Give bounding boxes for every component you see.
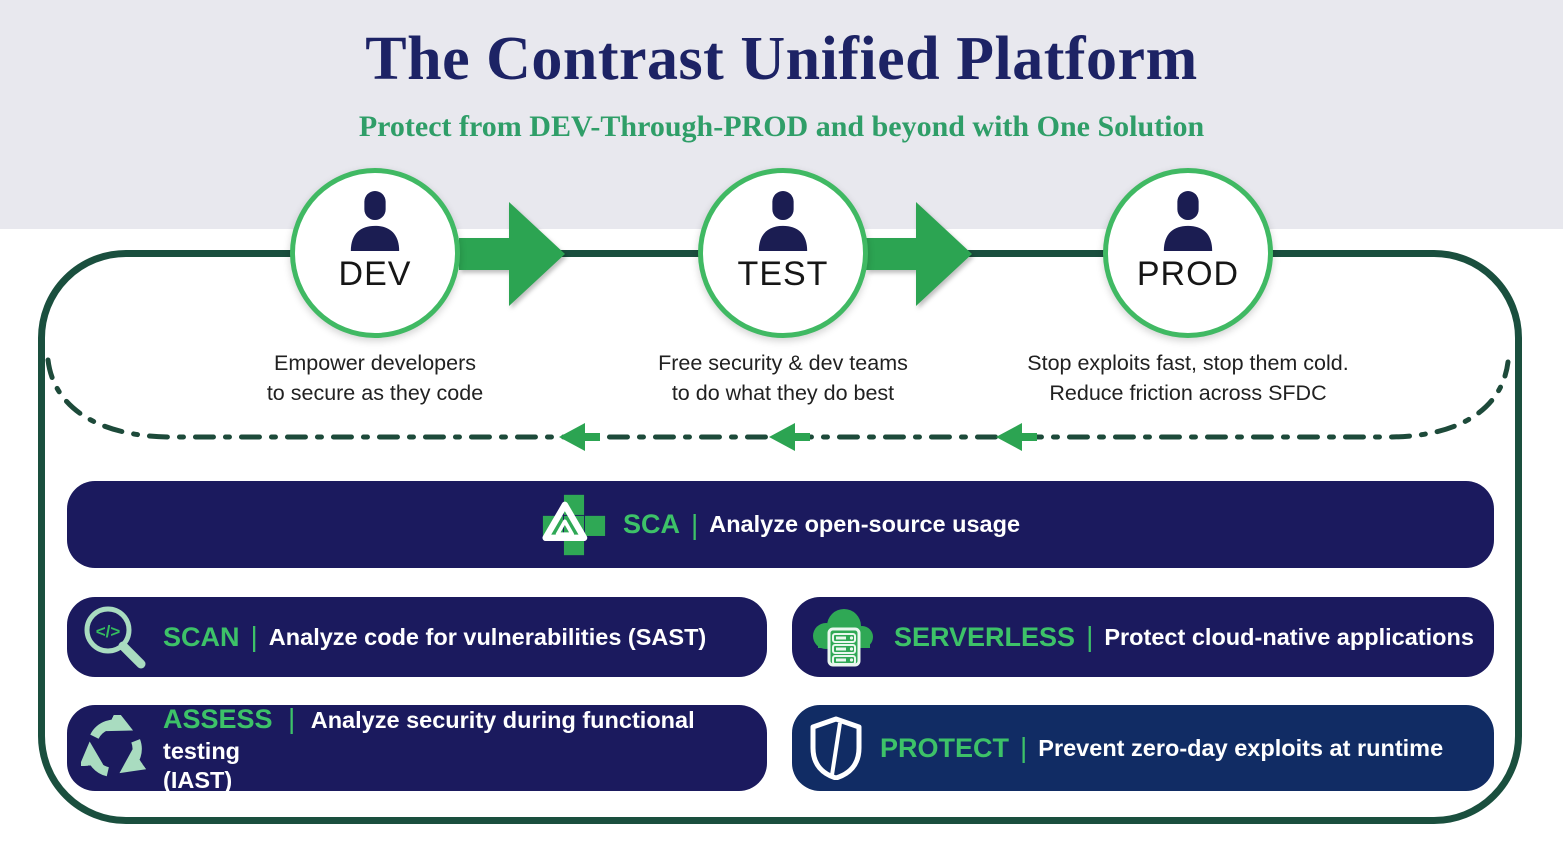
stage-label-dev: DEV [338, 255, 412, 293]
cycle-arrows-icon [81, 715, 147, 781]
product-text: ASSESS | Analyze security during functio… [163, 701, 767, 796]
stage-desc-test: Free security & dev teams to do what the… [658, 351, 908, 405]
flow-arrow-right-icon [866, 202, 972, 306]
product-description-line2: (IAST) [163, 766, 233, 793]
product-pill-serverless: SERVERLESS | Protect cloud-native applic… [792, 597, 1494, 677]
stage-circle-test: TEST [698, 168, 868, 338]
stage-circle-prod: PROD [1103, 168, 1273, 338]
feedback-arrow-icon [769, 423, 810, 451]
stage-desc-dev: Empower developers to secure as they cod… [266, 351, 484, 405]
product-name: SCA [622, 509, 680, 539]
product-name: SERVERLESS [894, 621, 1076, 652]
separator: | [250, 621, 258, 652]
feedback-loop [45, 357, 1511, 451]
product-pill-protect: PROTECT | Prevent zero-day exploits at r… [792, 705, 1494, 791]
code-glyph: </> [96, 622, 121, 641]
product-pill-sca: SCA | Analyze open-source usage [67, 481, 1494, 568]
person-icon [758, 191, 808, 251]
separator: | [1086, 621, 1094, 652]
person-icon [1163, 191, 1213, 251]
product-pill-scan: </> SCAN | Analyze code for vulnerabilit… [67, 597, 767, 677]
product-description: Prevent zero-day exploits at runtime [1038, 734, 1444, 761]
person-icon [350, 191, 400, 251]
separator: | [288, 702, 296, 734]
product-pill-assess: ASSESS | Analyze security during functio… [67, 703, 767, 793]
stage-desc-prod: Stop exploits fast, stop them cold. Redu… [1027, 351, 1349, 405]
product-description: Analyze code for vulnerabilities (SAST) [268, 623, 707, 650]
cloud-server-icon [806, 605, 878, 669]
code-scan-magnifier-icon: </> [81, 604, 147, 670]
product-name: SCAN [163, 621, 240, 652]
separator: | [1020, 732, 1028, 763]
stage-circle-dev: DEV [290, 168, 460, 338]
product-description: Analyze security during functional testi… [163, 706, 695, 764]
page-subtitle: Protect from DEV-Through-PROD and beyond… [358, 110, 1205, 143]
feedback-arrow-icon [559, 423, 600, 451]
page-title: The Contrast Unified Platform [365, 25, 1198, 93]
product-name: PROTECT [880, 732, 1010, 763]
separator: | [690, 508, 699, 540]
product-name: ASSESS [163, 703, 273, 734]
stage-label-prod: PROD [1136, 255, 1240, 293]
product-description: Analyze open-source usage [709, 511, 1021, 537]
sca-logo-icon [541, 493, 607, 557]
feedback-arrow-icon [996, 423, 1037, 451]
flow-arrow-right-icon [459, 202, 565, 306]
product-description: Protect cloud-native applications [1104, 623, 1474, 650]
shield-icon [808, 716, 864, 780]
stage-label-test: TEST [737, 255, 829, 293]
